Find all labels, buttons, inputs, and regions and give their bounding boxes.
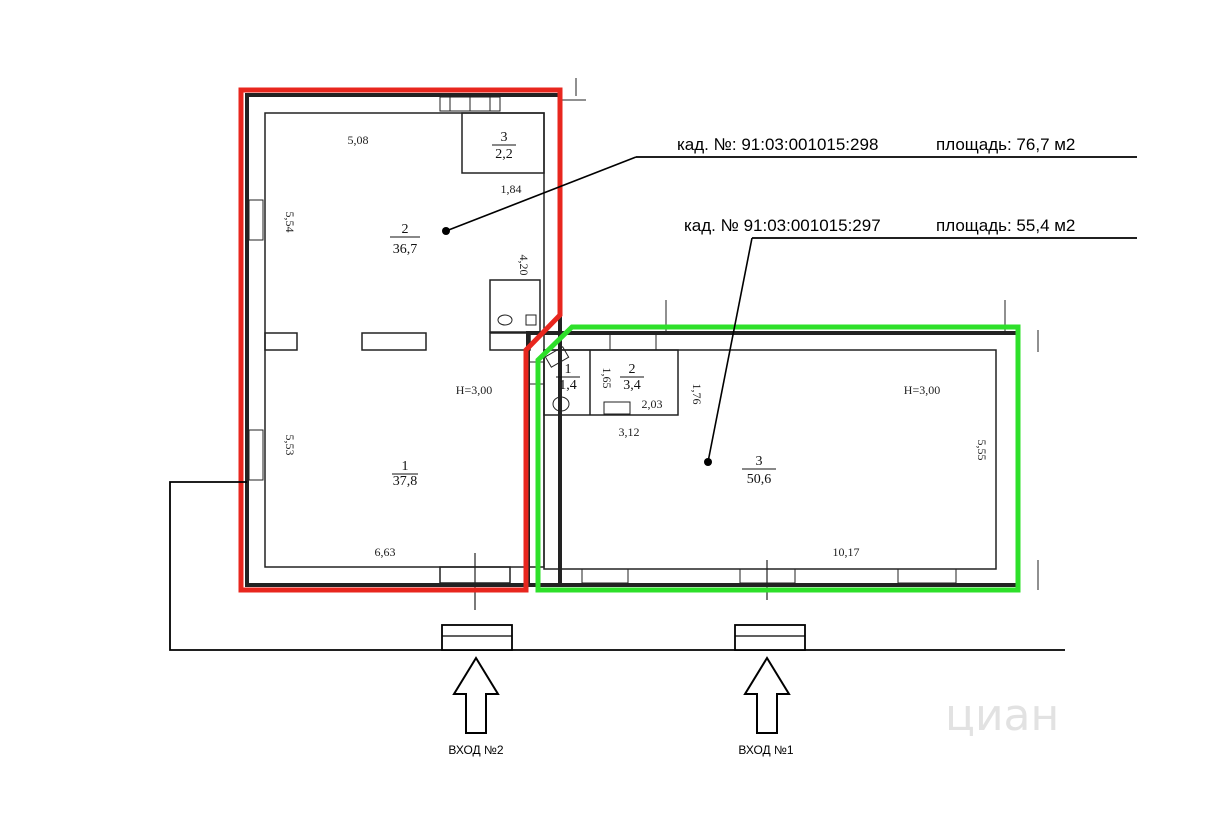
room-label: 1 xyxy=(565,362,572,377)
dimension-label: 1,76 xyxy=(690,384,704,405)
dimension-label: 5,53 xyxy=(283,435,297,456)
dimension-label: 5,54 xyxy=(283,212,297,233)
room-area: 2,2 xyxy=(495,147,513,162)
room-label: 1 xyxy=(402,459,409,474)
room-area: 50,6 xyxy=(747,472,772,487)
dimension-label: 1,84 xyxy=(501,182,522,196)
room-label: 2 xyxy=(402,222,409,237)
dimension-label: 4,20 xyxy=(517,255,531,276)
room-area: 3,4 xyxy=(623,378,641,393)
dimension-label: 3,12 xyxy=(619,425,640,439)
entrance-2-label: ВХОД №2 xyxy=(448,743,503,757)
dimension-label: 5,55 xyxy=(975,440,989,461)
room-area: 1,4 xyxy=(559,378,577,393)
room-area: 36,7 xyxy=(393,242,418,257)
entrance-1-label: ВХОД №1 xyxy=(738,743,793,757)
dimension-label: 10,17 xyxy=(833,545,860,559)
dimension-label: 5,08 xyxy=(348,133,369,147)
cadastral-298-label: кад. №: 91:03:001015:298 xyxy=(677,135,878,154)
room-area: 37,8 xyxy=(393,474,418,489)
dimension-label: 1,65 xyxy=(600,368,614,389)
ceiling-height-label: Н=3,00 xyxy=(904,383,940,397)
cadastral-297-label: кад. № 91:03:001015:297 xyxy=(684,216,881,235)
ceiling-height-label: Н=3,00 xyxy=(456,383,492,397)
room-label: 2 xyxy=(629,362,636,377)
room-label: 3 xyxy=(756,454,763,469)
parcel-outline-298 xyxy=(238,87,563,593)
leader-lines xyxy=(442,156,1137,466)
dimension-label: 2,03 xyxy=(642,397,663,411)
room-label: 3 xyxy=(501,130,508,145)
entrance-2-arrow-icon xyxy=(452,656,500,734)
area-298-label: площадь: 76,7 м2 xyxy=(936,135,1075,154)
watermark: циан xyxy=(945,690,1059,741)
entrance-1-arrow-icon xyxy=(743,656,791,734)
parcel-outline-297 xyxy=(535,324,1021,593)
area-297-label: площадь: 55,4 м2 xyxy=(936,216,1075,235)
street-boundary xyxy=(169,481,1065,651)
dimension-label: 6,63 xyxy=(375,545,396,559)
right-unit-walls xyxy=(526,300,1039,600)
